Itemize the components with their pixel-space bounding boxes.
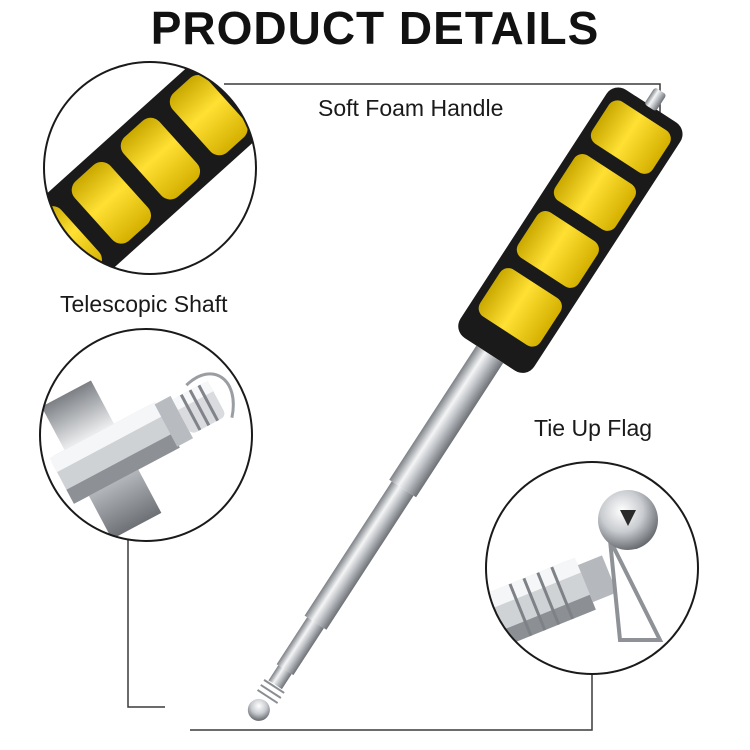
telescopic-shaft-label: Telescopic Shaft — [60, 291, 228, 317]
page-title: PRODUCT DETAILS — [150, 2, 600, 54]
handle-detail-circle — [43, 61, 257, 275]
pole-illustration — [247, 87, 683, 721]
flag-detail-circle — [485, 461, 699, 675]
shaft-detail-circle — [39, 328, 253, 542]
soft-foam-handle-label: Soft Foam Handle — [318, 95, 504, 121]
tie-up-flag-label: Tie Up Flag — [534, 415, 653, 441]
